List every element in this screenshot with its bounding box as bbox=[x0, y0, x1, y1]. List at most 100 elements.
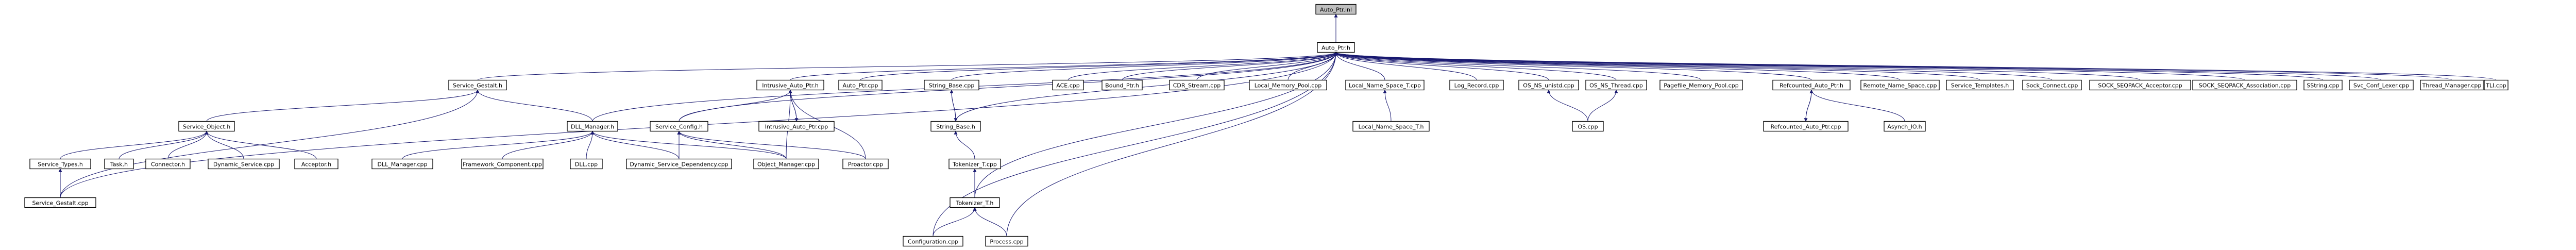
node-box-autoh[interactable] bbox=[1317, 42, 1355, 53]
node-rnscpp[interactable]: Remote_Name_Space.cpp bbox=[1860, 79, 1940, 91]
node-seqacc[interactable]: SOCK_SEQPACK_Acceptor.cpp bbox=[2089, 79, 2191, 91]
node-connh[interactable]: Connector.h bbox=[145, 158, 191, 170]
node-lnsth[interactable]: Local_Name_Space_T.h bbox=[1352, 121, 1430, 132]
node-box-rnscpp[interactable] bbox=[1860, 79, 1940, 91]
node-box-sbcpp[interactable] bbox=[924, 79, 979, 91]
node-lmpcpp[interactable]: Local_Memory_Pool.cpp bbox=[1249, 79, 1327, 91]
node-soh[interactable]: Service_Object.h bbox=[178, 121, 235, 132]
node-box-ssstr[interactable] bbox=[2303, 79, 2343, 91]
node-box-lmpcpp[interactable] bbox=[1249, 79, 1327, 91]
node-box-iacpp[interactable] bbox=[758, 121, 835, 132]
node-sgcpp[interactable]: Service_Gestalt.cpp bbox=[24, 197, 96, 208]
node-box-prcpp[interactable] bbox=[842, 158, 889, 170]
node-box-lnsth[interactable] bbox=[1352, 121, 1430, 132]
node-box-seqass[interactable] bbox=[2192, 79, 2297, 91]
node-box-cfgcpp[interactable] bbox=[903, 236, 963, 247]
node-sgh[interactable]: Service_Gestalt.h bbox=[448, 79, 507, 91]
node-dllmcpp[interactable]: DLL_Manager.cpp bbox=[371, 158, 433, 170]
node-dllcpp[interactable]: DLL.cpp bbox=[570, 158, 603, 170]
node-rcacpp[interactable]: Refcounted_Auto_Ptr.cpp bbox=[1763, 121, 1849, 132]
node-iah[interactable]: Intrusive_Auto_Ptr.h bbox=[756, 79, 824, 91]
node-bph[interactable]: Bound_Ptr.h bbox=[1101, 79, 1143, 91]
node-svth[interactable]: Service_Types.h bbox=[29, 158, 91, 170]
node-rcah[interactable]: Refcounted_Auto_Ptr.h bbox=[1772, 79, 1851, 91]
node-sch[interactable]: Service_Config.h bbox=[650, 121, 708, 132]
node-ssstr[interactable]: SString.cpp bbox=[2303, 79, 2343, 91]
node-prcpp[interactable]: Proactor.cpp bbox=[842, 158, 889, 170]
node-svccl[interactable]: Svc_Conf_Lexer.cpp bbox=[2349, 79, 2414, 91]
node-box-sccpp[interactable] bbox=[2022, 79, 2082, 91]
node-box-tmcpp[interactable] bbox=[2420, 79, 2484, 91]
node-tokh[interactable]: Tokenizer_T.h bbox=[950, 197, 1000, 208]
node-box-lrcpp[interactable] bbox=[1449, 79, 1504, 91]
node-cdrcpp[interactable]: CDR_Stream.cpp bbox=[1169, 79, 1225, 91]
node-box-dsdcpp[interactable] bbox=[626, 158, 732, 170]
node-box-sgh[interactable] bbox=[448, 79, 507, 91]
node-box-bph[interactable] bbox=[1101, 79, 1143, 91]
node-box-tokcpp[interactable] bbox=[948, 158, 1001, 170]
node-sbcpp[interactable]: String_Base.cpp bbox=[924, 79, 979, 91]
node-box-iah[interactable] bbox=[756, 79, 824, 91]
node-box-svth[interactable] bbox=[29, 158, 91, 170]
node-proccpp[interactable]: Process.cpp bbox=[985, 236, 1028, 247]
node-thrcpp[interactable]: OS_NS_Thread.cpp bbox=[1585, 79, 1647, 91]
node-taskh[interactable]: Task.h bbox=[104, 158, 134, 170]
node-box-rcacpp[interactable] bbox=[1763, 121, 1849, 132]
node-tmcpp[interactable]: Thread_Manager.cpp bbox=[2420, 79, 2484, 91]
node-dsdcpp[interactable]: Dynamic_Service_Dependency.cpp bbox=[626, 158, 732, 170]
node-box-cdrcpp[interactable] bbox=[1169, 79, 1225, 91]
node-autoh[interactable]: Auto_Ptr.h bbox=[1317, 42, 1355, 53]
edge-oscpp-to-unixcpp bbox=[1547, 89, 1588, 122]
node-lrcpp[interactable]: Log_Record.cpp bbox=[1449, 79, 1504, 91]
node-dllmh[interactable]: DLL_Manager.h bbox=[567, 121, 618, 132]
node-lnstcpp[interactable]: Local_Name_Space_T.cpp bbox=[1345, 79, 1425, 91]
node-box-acch[interactable] bbox=[294, 158, 338, 170]
node-omcpp[interactable]: Object_Manager.cpp bbox=[753, 158, 819, 170]
node-box-dllmcpp[interactable] bbox=[371, 158, 433, 170]
node-oscpp[interactable]: OS.cpp bbox=[1572, 121, 1604, 132]
node-box-connh[interactable] bbox=[145, 158, 191, 170]
node-acch[interactable]: Acceptor.h bbox=[294, 158, 338, 170]
node-box-acecpp[interactable] bbox=[1052, 79, 1084, 91]
node-box-oscpp[interactable] bbox=[1572, 121, 1604, 132]
node-aioh[interactable]: Asynch_IO.h bbox=[1884, 121, 1926, 132]
node-box-aioh[interactable] bbox=[1884, 121, 1926, 132]
node-tokcpp[interactable]: Tokenizer_T.cpp bbox=[948, 158, 1001, 170]
node-apcpp[interactable]: Auto_Ptr.cpp bbox=[838, 79, 883, 91]
node-unixcpp[interactable]: OS_NS_unistd.cpp bbox=[1518, 79, 1579, 91]
node-tlicpp[interactable]: TLI.cpp bbox=[2484, 79, 2509, 91]
node-box-rcah[interactable] bbox=[1772, 79, 1851, 91]
node-box-pfcpp[interactable] bbox=[1659, 79, 1743, 91]
node-box-sgcpp[interactable] bbox=[24, 197, 96, 208]
node-box-soh[interactable] bbox=[178, 121, 235, 132]
node-pfcpp[interactable]: Pagefile_Memory_Pool.cpp bbox=[1659, 79, 1743, 91]
node-fwcpp[interactable]: Framework_Component.cpp bbox=[461, 158, 544, 170]
node-cfgcpp[interactable]: Configuration.cpp bbox=[903, 236, 963, 247]
node-box-proccpp[interactable] bbox=[985, 236, 1028, 247]
node-box-dllmh[interactable] bbox=[567, 121, 618, 132]
node-box-sth[interactable] bbox=[1946, 79, 2014, 91]
node-box-dsvc[interactable] bbox=[208, 158, 280, 170]
node-sccpp[interactable]: Sock_Connect.cpp bbox=[2022, 79, 2082, 91]
node-box-thrcpp[interactable] bbox=[1585, 79, 1647, 91]
node-box-tlicpp[interactable] bbox=[2484, 79, 2509, 91]
node-box-taskh[interactable] bbox=[104, 158, 134, 170]
node-iacpp[interactable]: Intrusive_Auto_Ptr.cpp bbox=[758, 121, 835, 132]
node-dsvc[interactable]: Dynamic_Service.cpp bbox=[208, 158, 280, 170]
node-box-omcpp[interactable] bbox=[753, 158, 819, 170]
node-box-unixcpp[interactable] bbox=[1518, 79, 1579, 91]
node-box-seqacc[interactable] bbox=[2089, 79, 2191, 91]
node-box-dllcpp[interactable] bbox=[570, 158, 603, 170]
node-box-apcpp[interactable] bbox=[838, 79, 883, 91]
node-box-lnstcpp[interactable] bbox=[1345, 79, 1425, 91]
node-seqass[interactable]: SOCK_SEQPACK_Association.cpp bbox=[2192, 79, 2297, 91]
node-box-tokh[interactable] bbox=[950, 197, 1000, 208]
node-box-fwcpp[interactable] bbox=[461, 158, 544, 170]
node-sth[interactable]: Service_Templates.h bbox=[1946, 79, 2014, 91]
node-acecpp[interactable]: ACE.cpp bbox=[1052, 79, 1084, 91]
node-box-sbh[interactable] bbox=[930, 121, 981, 132]
node-sbh[interactable]: String_Base.h bbox=[930, 121, 981, 132]
node-box-svccl[interactable] bbox=[2349, 79, 2414, 91]
node-box-sch[interactable] bbox=[650, 121, 708, 132]
node-label-rcah: Refcounted_Auto_Ptr.h bbox=[1780, 82, 1843, 89]
